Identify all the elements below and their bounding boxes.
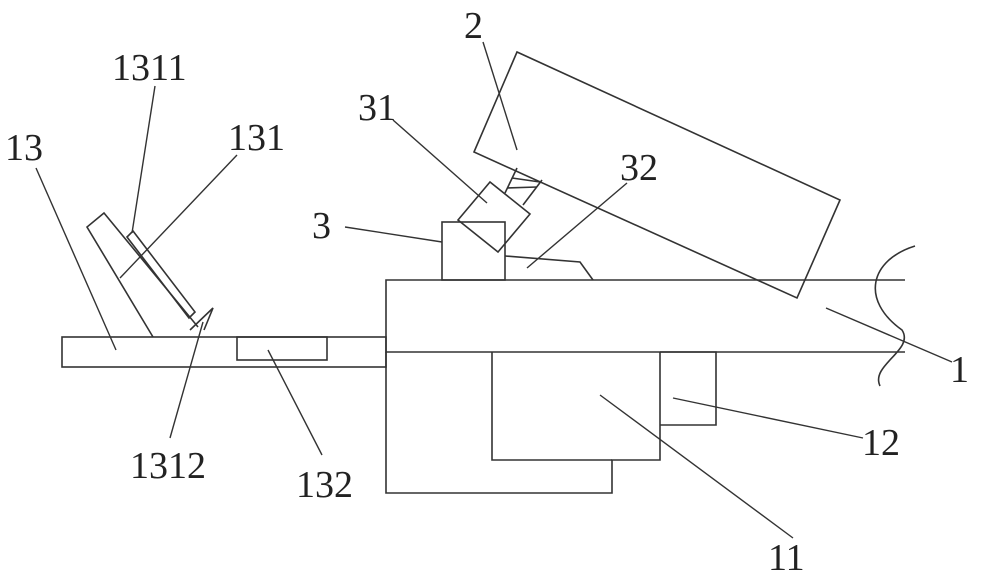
leader-11 [599, 394, 794, 539]
leader-2 [482, 41, 518, 151]
lower-body [385, 352, 661, 494]
plate-13 [61, 336, 387, 368]
label-1312: 1312 [130, 445, 206, 487]
label-3: 3 [312, 205, 331, 247]
label-11: 11 [768, 537, 805, 575]
label-1311: 1311 [112, 47, 187, 89]
slot-132 [236, 336, 328, 361]
label-2: 2 [464, 5, 483, 47]
label-31: 31 [358, 87, 396, 129]
label-32: 32 [620, 147, 658, 189]
leader-131 [119, 154, 238, 279]
block-3 [441, 221, 506, 281]
block-12 [660, 351, 717, 426]
label-131: 131 [228, 117, 285, 159]
block-11 [491, 352, 612, 461]
leader-1311 [131, 85, 156, 234]
tip-1312 [189, 307, 214, 331]
leader-1312 [169, 321, 204, 439]
label-132: 132 [296, 464, 353, 506]
connector-31 [456, 180, 532, 254]
label-13: 13 [5, 127, 43, 169]
part-131 [85, 211, 199, 338]
leader-31 [392, 119, 488, 204]
main-body-top [385, 279, 905, 353]
box-2 [472, 50, 842, 300]
leader-13 [35, 167, 117, 351]
leader-1 [825, 307, 953, 363]
leader-32 [526, 182, 628, 269]
break-line-right [874, 245, 916, 387]
leader-132 [267, 349, 323, 456]
link-ties [506, 177, 541, 189]
strip-1311 [125, 229, 197, 320]
leader-12 [672, 397, 864, 439]
link-31-2 [504, 167, 543, 206]
label-12: 12 [862, 422, 900, 464]
part-32 [504, 255, 594, 281]
label-1: 1 [950, 349, 969, 391]
leader-3 [344, 226, 443, 243]
